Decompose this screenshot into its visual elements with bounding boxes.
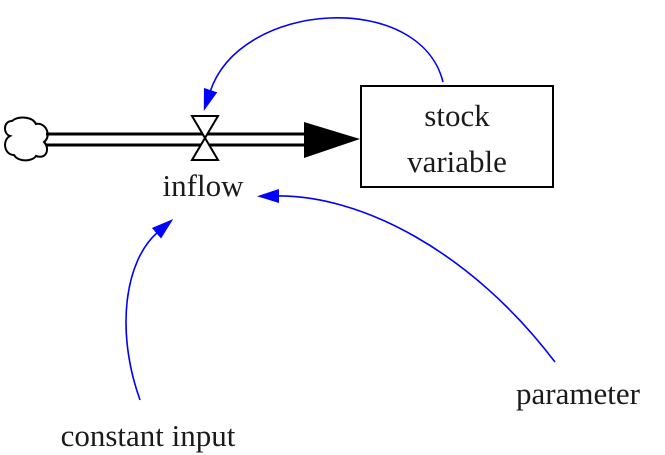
inflow-label[interactable]: inflow (163, 168, 245, 203)
flow-arrowhead (304, 122, 360, 158)
link-parameter-to-inflow[interactable] (257, 188, 556, 363)
constant-input-label[interactable]: constant input (61, 418, 236, 453)
stock-variable-node[interactable]: stock variable (360, 85, 554, 188)
cloud-source-icon (4, 116, 49, 162)
link-constant-input-to-inflow[interactable] (125, 219, 174, 401)
flow-pipe (46, 132, 322, 147)
parameter-label[interactable]: parameter (516, 376, 641, 411)
valve-icon (190, 115, 220, 161)
stock-label-line1: stock (424, 98, 490, 133)
stock-label-line2: variable (407, 144, 507, 179)
link-stock-to-inflow[interactable] (203, 17, 444, 112)
